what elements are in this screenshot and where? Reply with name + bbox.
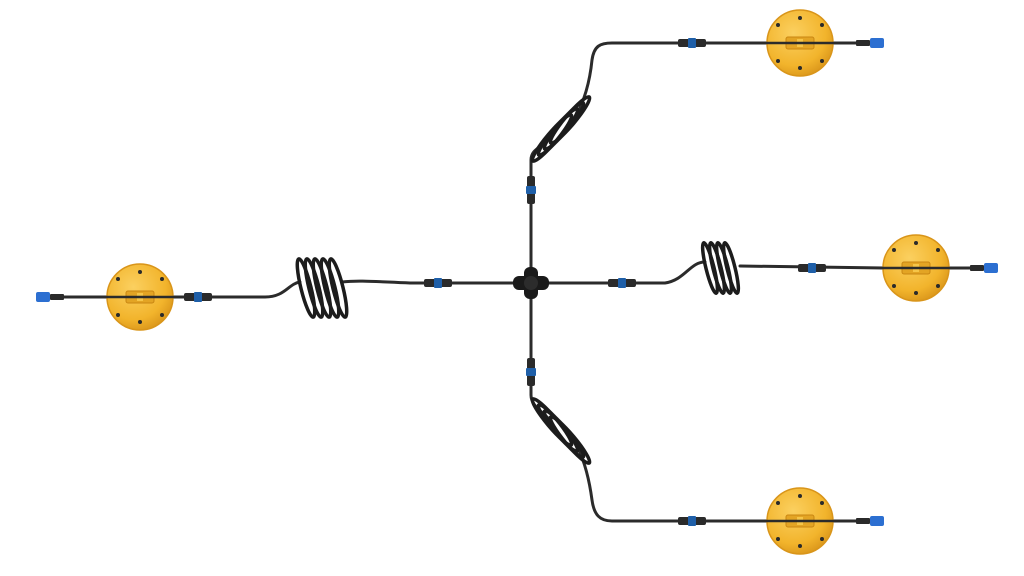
plug-right-end [970,263,998,273]
cable-up-to-disc [573,41,770,120]
connector-top-disc [678,38,706,48]
cable-tee-junction [513,267,549,299]
connector-right-disc [798,263,826,273]
inline-connectors [184,38,826,526]
coil-right [700,241,741,295]
disc-middle-right [880,234,952,302]
disc-top-right [764,9,836,77]
coil-down [530,397,592,465]
cable-down-to-disc [576,446,770,523]
cable-hub-to-right [546,260,707,285]
cable-left-inner [170,280,302,299]
connector-left-inner [184,292,212,302]
plug-left-end [36,292,64,302]
disc-left [104,263,176,331]
cable-left-to-hub [340,279,517,285]
connector-down [526,358,536,386]
connector-bottom-disc [678,516,706,526]
disc-bottom-right [764,487,836,555]
coil-up [530,95,592,163]
coil-left [295,257,349,319]
connector-right-hub [608,278,636,288]
connector-left-hub [424,278,452,288]
plug-bottom-end [856,516,884,526]
connector-up [526,176,536,204]
plug-top-end [856,38,884,48]
end-plugs [36,38,998,526]
